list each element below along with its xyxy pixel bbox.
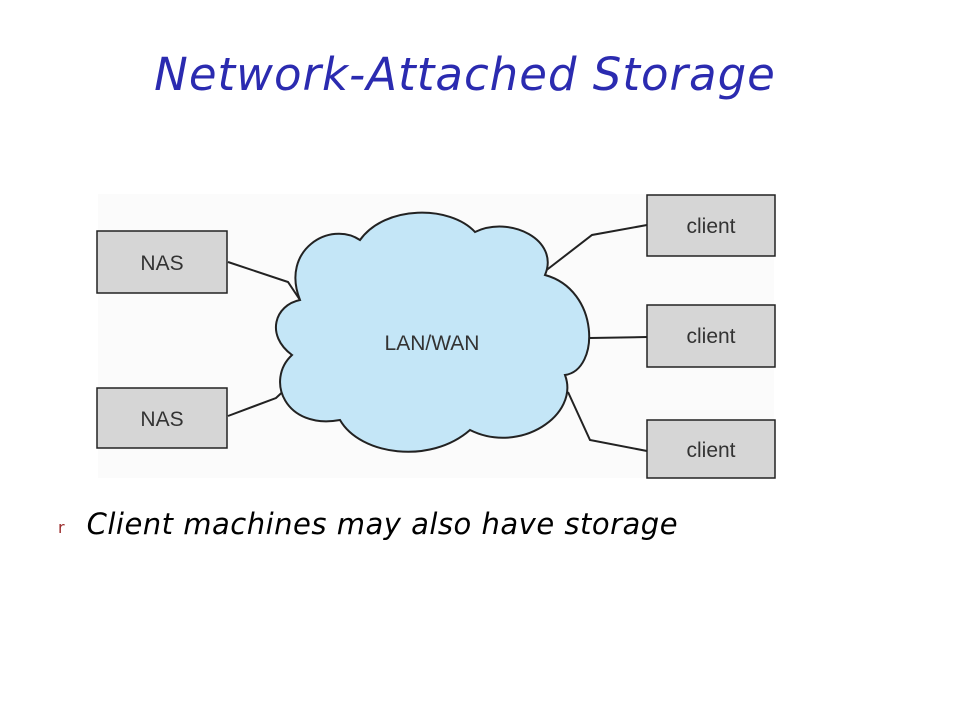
slide-title: Network-Attached Storage bbox=[154, 48, 776, 101]
client-label: client bbox=[686, 439, 735, 462]
client-label: client bbox=[686, 325, 735, 348]
client-box-3-rect bbox=[646, 419, 776, 479]
bullet-item: r Client machines may also have storage bbox=[58, 504, 678, 544]
connector-client-3 bbox=[567, 391, 648, 452]
lan-wan-cloud bbox=[274, 211, 591, 453]
client-box-2-rect bbox=[646, 304, 776, 368]
nas-box-1-rect bbox=[96, 230, 228, 294]
nas-label: NAS bbox=[140, 252, 183, 275]
nas-box-1: NAS bbox=[96, 230, 228, 294]
cloud-label: LAN/WAN bbox=[385, 332, 480, 355]
nas-label: NAS bbox=[140, 408, 183, 431]
client-box-1-rect bbox=[646, 194, 776, 257]
connector-client-1 bbox=[543, 224, 648, 273]
connector-client-2 bbox=[589, 336, 648, 339]
client-box-1: client bbox=[646, 194, 776, 257]
bullet-marker: r bbox=[58, 517, 65, 537]
connector-nas-1 bbox=[227, 261, 301, 301]
client-label: client bbox=[686, 215, 735, 238]
client-box-3: client bbox=[646, 419, 776, 479]
client-box-2: client bbox=[646, 304, 776, 368]
nas-box-2: NAS bbox=[96, 387, 228, 449]
nas-box-2-rect bbox=[96, 387, 228, 449]
bullet-text: Client machines may also have storage bbox=[86, 507, 679, 541]
